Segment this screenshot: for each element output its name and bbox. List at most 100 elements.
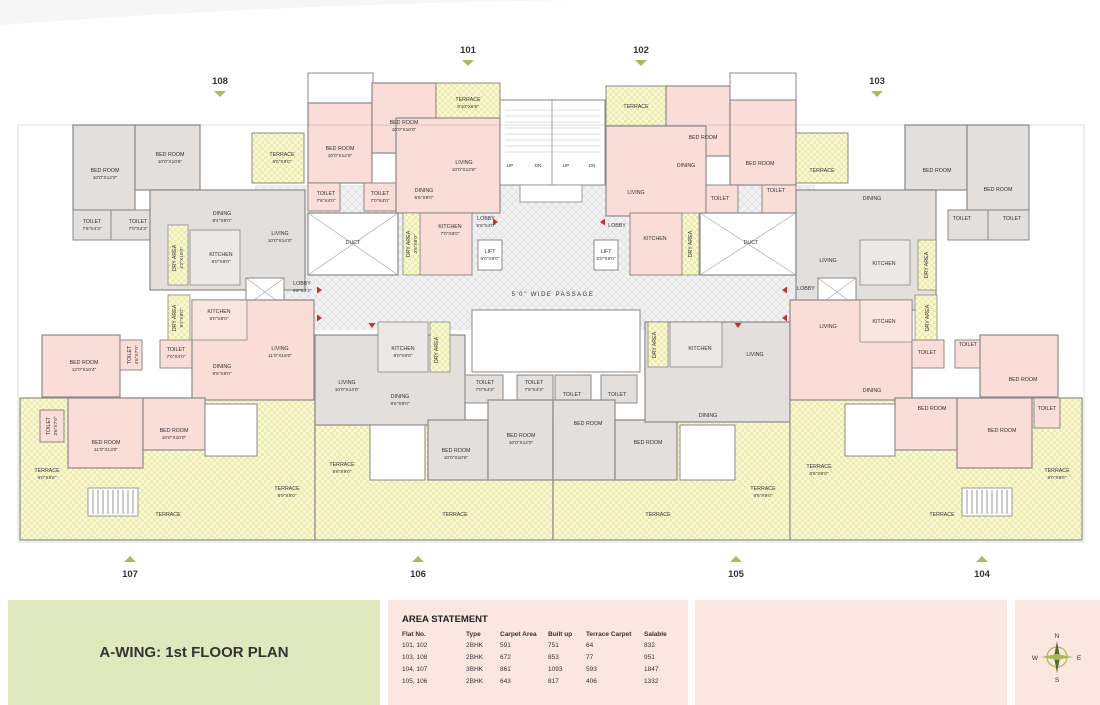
room-label: TERRACE — [806, 464, 832, 470]
room-label: DINING — [213, 364, 232, 370]
dry-area — [167, 294, 191, 341]
room-label: KITCHEN — [872, 319, 895, 325]
column-header: Built up — [548, 631, 573, 638]
flat-label-107: 107 — [122, 569, 138, 580]
bedroom — [72, 124, 136, 211]
bedroom — [979, 334, 1059, 398]
bedroom — [427, 419, 489, 481]
room-label: KITCHEN — [872, 261, 895, 267]
room-dim: 8'0"X8'0" — [211, 259, 230, 265]
room-dim: 7'6"X4'0" — [316, 198, 335, 204]
bedroom — [67, 397, 144, 469]
toilet — [947, 209, 989, 241]
room-dim: 10'0"X12'0" — [328, 153, 353, 159]
stair-label: DN — [535, 163, 542, 169]
bedroom — [894, 397, 958, 451]
kitchen — [377, 321, 429, 373]
room-label: BED ROOM — [156, 152, 185, 158]
room-label: TERRACE — [455, 97, 481, 103]
table-row: 101, 102 2BHK 591 751 64 832 — [402, 642, 678, 654]
room-label: DRY AREA — [924, 251, 930, 278]
room-dim: 4'2"X10'0" — [179, 247, 185, 269]
room-dim: 10'0"X12'0" — [93, 175, 118, 181]
room-dim: 10'0"X14'0" — [268, 238, 293, 244]
room-dim: 7'0"X4'0" — [370, 198, 389, 204]
table-cell: 751 — [548, 642, 559, 649]
table-cell: 104, 107 — [402, 666, 428, 673]
flat-label-101: 101 — [460, 45, 477, 56]
table-cell: 1332 — [644, 678, 659, 685]
void — [844, 403, 896, 457]
compass-icon: N S W E — [1032, 633, 1082, 684]
staircase — [499, 99, 606, 203]
bedroom — [729, 99, 797, 186]
room-label: KITCHEN — [391, 346, 414, 352]
dry-area — [402, 212, 421, 276]
room-label: LIFT — [601, 249, 613, 255]
table-cell: 591 — [500, 642, 511, 649]
room-label: TOILET — [563, 392, 582, 398]
room-dim: 8'0"X8'0" — [393, 353, 412, 359]
room-dim: 8'9"X9'0" — [277, 493, 296, 499]
table-cell: 1093 — [548, 666, 563, 673]
room-label: DRY AREA — [172, 304, 178, 331]
room-label: BED ROOM — [574, 421, 603, 427]
kitchen — [669, 321, 723, 368]
table-row: 103, 108 2BHK 672 853 77 951 — [402, 654, 678, 666]
dry-area — [681, 212, 700, 276]
room-dim: 8'6"X9'0" — [212, 371, 231, 377]
room-label: TOILET — [371, 191, 390, 197]
room-label: LOBBY — [293, 281, 311, 287]
room-label: LIFT — [485, 249, 497, 255]
room-dim: 10'0"X14'0" — [335, 387, 360, 393]
room-dim: 9'10"X6'6" — [457, 104, 479, 110]
table-cell: 832 — [644, 642, 655, 649]
bedroom — [142, 397, 206, 451]
blank-panel — [695, 600, 1007, 705]
dry-area — [647, 321, 669, 368]
room-label: DRY AREA — [406, 230, 412, 257]
plan-title: A-WING: 1st FLOOR PLAN — [99, 644, 289, 661]
room-dim: 8'6"X9'0" — [272, 159, 291, 165]
void — [204, 403, 258, 457]
compass-west: W — [1032, 655, 1039, 662]
table-cell: 64 — [586, 642, 594, 649]
toilet — [119, 339, 143, 371]
room-label: BED ROOM — [390, 120, 419, 126]
room-dim: 7'0"X4'0" — [166, 354, 185, 360]
room-label: TOILET — [608, 392, 627, 398]
kitchen — [419, 212, 473, 276]
table-cell: 105, 106 — [402, 678, 428, 685]
room-dim: 12'0"X10'4" — [72, 367, 97, 373]
table-row: 104, 107 3BHK 861 1093 593 1847 — [402, 666, 678, 678]
terrace — [605, 85, 667, 127]
room-label: LIVING — [627, 190, 644, 196]
room-label: BED ROOM — [689, 135, 718, 141]
compass-east: E — [1077, 655, 1082, 662]
table-row: 105, 106 2BHK 643 817 406 1332 — [402, 678, 678, 690]
flat-101 — [307, 72, 503, 276]
toilet — [600, 374, 638, 404]
table-cell: 951 — [644, 654, 655, 661]
kitchen — [859, 239, 911, 286]
toilet — [1033, 397, 1061, 429]
toilet — [464, 374, 504, 404]
kitchen — [629, 212, 683, 276]
toilet — [554, 374, 592, 404]
flat-104 — [789, 294, 1083, 541]
area-statement-table: Flat No. Type Carpet Area Built up Terra… — [402, 631, 678, 690]
room-dim: 8'0"X6'6" — [37, 475, 56, 481]
room-dim: 8'6"X9'0" — [809, 471, 828, 477]
bedroom — [487, 399, 554, 481]
room-dim: 10'0"X12'0" — [509, 440, 534, 446]
room-label: TOILET — [953, 216, 972, 222]
room-label: TOILET — [83, 219, 102, 225]
room-label: TOILET — [711, 196, 730, 202]
grille — [87, 487, 139, 517]
column-header: Type — [466, 631, 481, 638]
kitchen — [859, 299, 913, 343]
toilet — [911, 339, 945, 369]
room-dim: 7'0"X4'3" — [475, 387, 494, 393]
column-header: Carpet Area — [500, 631, 537, 638]
flat-106 — [314, 321, 554, 541]
